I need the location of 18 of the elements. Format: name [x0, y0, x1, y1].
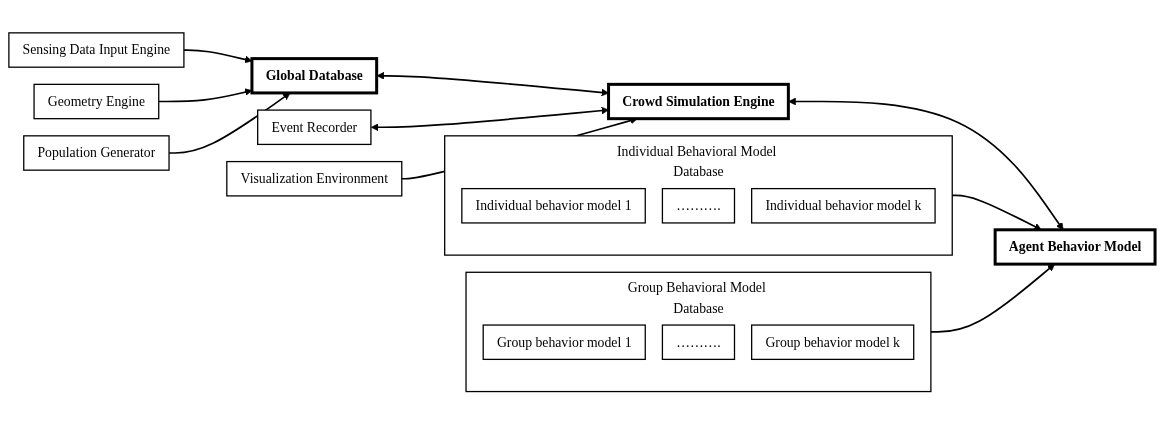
node-box: ……….: [661, 188, 736, 224]
node-box: Sensing Data Input Engine: [8, 32, 185, 69]
node-box: Global Database: [250, 57, 379, 95]
node-box: ……….: [661, 324, 736, 361]
node-box: Visualization Environment: [226, 161, 403, 197]
arrow: [930, 264, 1055, 334]
node-box: Event Recorder: [257, 109, 372, 146]
arrow: [788, 98, 1064, 231]
arrow: [376, 72, 609, 97]
node-box: Geometry Engine: [33, 84, 160, 120]
node-box: Individual behavior model k: [751, 188, 936, 224]
node-box: Agent Behavior Model: [993, 228, 1157, 266]
node-box: Individual behavior model 1: [461, 188, 646, 224]
node-box: Crowd Simulation Engine: [607, 83, 790, 121]
arrow: [370, 107, 609, 132]
node-box: Population Generator: [23, 135, 170, 172]
node-box: Group behavior model k: [751, 324, 915, 361]
node-box: Group behavior model 1: [482, 324, 646, 361]
